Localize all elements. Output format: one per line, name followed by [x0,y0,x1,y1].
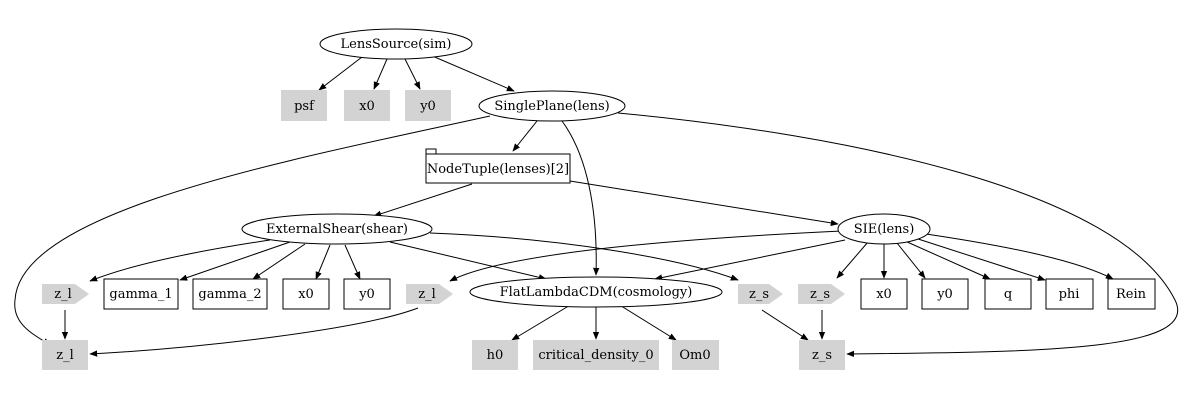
node-label: phi [1059,287,1080,302]
edge-sie-to-z-l [449,230,843,282]
node-y0-sie: y0 [921,278,969,310]
node-label: critical_density_0 [538,348,653,363]
node-label: LensSource(sim) [341,37,452,52]
node-label: z_l [54,287,72,302]
node-z-s-arrow-shear: z_s [738,284,783,304]
edge-shear-to-z-s [429,232,739,281]
edge-sie-to-rein [925,233,1114,280]
edge-single-plane-to-z-l [14,115,491,346]
node-y0-sim: y0 [405,90,451,121]
node-z-l-param: z_l [42,340,88,370]
node-label: z_s [810,287,830,302]
node-x0-sie: x0 [860,278,908,310]
node-z-l-arrow-shear: z_l [42,284,89,304]
edge-node-tuple-to-sie [569,180,839,227]
node-label: z_s [812,348,832,363]
edge-lens-source-to-x0 [373,58,388,90]
edge-node-tuple-to-external-shear [373,183,473,217]
node-gamma-1: gamma_1 [103,278,179,310]
node-y0-shear: y0 [343,278,391,310]
edge-sie-to-y0 [896,242,926,279]
edge-lens-source-to-single-plane [429,54,515,92]
node-sie: SIE(lens) [837,213,931,245]
node-label: z_s [749,287,769,302]
node-gamma-2: gamma_2 [192,278,268,310]
edge-sie-to-z-s [836,241,869,279]
edge-lens-source-to-y0 [404,58,421,90]
node-x0-shear: x0 [282,278,330,310]
node-node-tuple: NodeTuple(lenses)[2] [425,148,571,184]
node-label: SinglePlane(lens) [494,99,609,114]
node-label: Om0 [679,348,710,363]
node-label: x0 [876,287,892,302]
edge-cosmology-to-om0 [617,303,677,341]
edge-z-l-sie-to-z-l-param [89,307,419,357]
edge-single-plane-to-node-tuple [512,120,538,152]
edges [14,54,1178,358]
node-h0: h0 [472,340,518,370]
node-z-s-param: z_s [799,340,845,370]
edge-z-s-to-z-s-param [761,309,809,341]
node-label: h0 [487,348,504,363]
node-label: gamma_1 [109,287,172,302]
node-label: x0 [359,99,375,114]
edge-single-plane-to-z-s [617,112,1178,358]
node-external-shear: ExternalShear(shear) [241,213,433,245]
node-x0-sim: x0 [344,90,390,121]
node-label: gamma_2 [198,287,261,302]
node-label: z_l [56,348,74,363]
node-label: z_l [418,287,436,302]
node-rein: Rein [1107,278,1156,310]
node-critical-density-0: critical_density_0 [533,340,659,370]
edge-shear-to-gamma-2 [252,243,306,280]
node-label: ExternalShear(shear) [266,222,408,237]
node-label: FlatLambdaCDM(cosmology) [500,285,693,300]
node-phi: phi [1045,278,1094,310]
node-label: SIE(lens) [854,222,915,237]
node-z-s-arrow-sie: z_s [798,284,845,304]
node-label: NodeTuple(lenses)[2] [427,162,569,177]
edge-shear-to-z-l [89,239,271,282]
edge-cosmology-to-h0 [511,303,573,341]
edge-lens-source-to-psf [318,56,363,91]
node-label: y0 [936,287,953,302]
node-label: psf [294,99,315,114]
node-label: Rein [1116,287,1147,302]
edge-shear-to-y0 [344,244,361,280]
node-psf: psf [281,90,327,121]
node-label: x0 [298,287,314,302]
edge-shear-to-cosmology [389,241,547,281]
edge-sie-to-phi [914,237,1046,281]
node-lens-source: LensSource(sim) [319,28,473,60]
node-label: q [1004,287,1012,302]
node-om0: Om0 [672,340,719,370]
node-label: y0 [419,99,436,114]
node-q: q [984,278,1032,310]
edge-sie-to-q [904,240,991,280]
edge-sie-to-cosmology [654,239,846,281]
edge-shear-to-x0 [315,244,331,280]
node-cosmology: FlatLambdaCDM(cosmology) [469,276,723,308]
edge-shear-to-gamma-1 [179,241,291,281]
node-z-l-arrow-sie: z_l [406,284,453,304]
node-label: y0 [358,287,375,302]
nodes: LensSource(sim) psf x0 y0 SinglePlane(le… [42,28,1156,370]
edge-single-plane-to-cosmology [561,120,600,276]
node-single-plane: SinglePlane(lens) [478,90,626,122]
